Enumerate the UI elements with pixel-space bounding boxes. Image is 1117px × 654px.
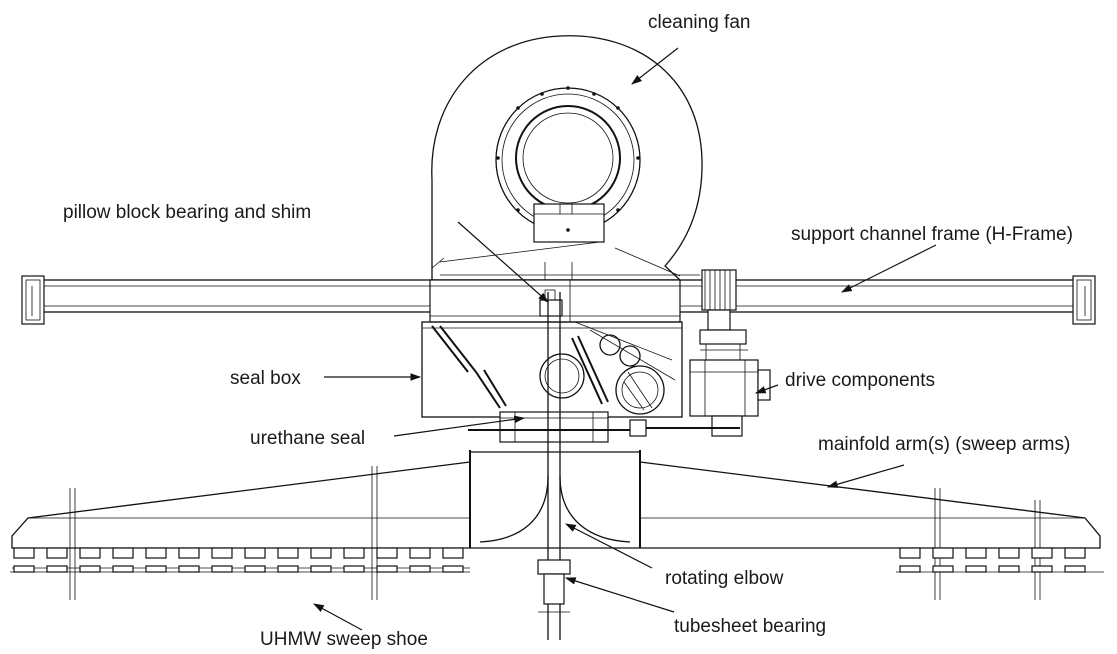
drive-components xyxy=(629,269,771,437)
sweep-shoe-pad xyxy=(112,565,134,573)
sweep-shoe-block xyxy=(376,547,398,559)
label-sweep-shoe: UHMW sweep shoe xyxy=(260,629,428,650)
sweep-shoe-block xyxy=(145,547,167,559)
sweep-shoe-pad xyxy=(178,565,200,573)
sweep-shoe-pad xyxy=(899,565,921,573)
sweep-shoe-block xyxy=(932,547,954,559)
sweep-shoe-block xyxy=(211,547,233,559)
sweep-shoe-block xyxy=(442,547,464,559)
manifold-arm-left xyxy=(11,461,471,600)
sweep-shoe-pad xyxy=(376,565,398,573)
central-shaft xyxy=(537,292,571,640)
label-rotating-elbow: rotating elbow xyxy=(665,568,784,589)
leader-lines xyxy=(313,47,937,631)
leader-sweep-shoe xyxy=(313,603,363,631)
sweep-shoe-pad xyxy=(1064,565,1086,573)
cleaning-fan xyxy=(431,35,703,281)
sweep-shoe-pad xyxy=(79,565,101,573)
leader-cleaning-fan xyxy=(631,47,679,85)
leader-urethane-seal xyxy=(393,415,526,437)
label-cleaning-fan: cleaning fan xyxy=(648,12,750,33)
sweep-shoe-block xyxy=(1064,547,1086,559)
sweep-shoe-block xyxy=(409,547,431,559)
sweep-shoe-block xyxy=(310,547,332,559)
sweep-shoe-block xyxy=(79,547,101,559)
sweep-shoe-pad xyxy=(932,565,954,573)
sweep-shoe-pad xyxy=(998,565,1020,573)
callout-labels: cleaning fan pillow block bearing and sh… xyxy=(63,12,1073,650)
leader-pillow-block xyxy=(457,221,549,303)
label-drive-components: drive components xyxy=(785,370,935,391)
sweep-shoe-block xyxy=(1031,547,1053,559)
sweep-shoe-pad xyxy=(442,565,464,573)
leader-support-channel xyxy=(841,244,937,293)
sweep-shoe-pad xyxy=(211,565,233,573)
sweep-shoe-pad xyxy=(343,565,365,573)
fan-bolt-circle xyxy=(496,86,640,232)
sweep-shoe-pad xyxy=(409,565,431,573)
sweep-shoe-block xyxy=(112,547,134,559)
sweep-shoe-block xyxy=(965,547,987,559)
label-tubesheet-bearing: tubesheet bearing xyxy=(674,616,826,637)
sweep-shoe-right xyxy=(896,547,1104,573)
sweep-shoe-pad xyxy=(46,565,68,573)
sweep-shoe-block xyxy=(998,547,1020,559)
sweep-shoe-block xyxy=(244,547,266,559)
sweep-shoe-left xyxy=(10,547,470,573)
label-manifold-arms: mainfold arm(s) (sweep arms) xyxy=(818,434,1070,455)
label-pillow-block: pillow block bearing and shim xyxy=(63,202,311,223)
rotating-elbow-housing xyxy=(469,450,641,549)
leader-rotating-elbow xyxy=(565,523,653,569)
sweep-shoe-block xyxy=(178,547,200,559)
sweep-shoe-block xyxy=(277,547,299,559)
sweep-shoe-pad xyxy=(310,565,332,573)
leader-drive-components xyxy=(754,384,779,394)
sweep-shoe-block xyxy=(13,547,35,559)
leader-manifold-arms xyxy=(826,464,905,488)
support-channel-frame xyxy=(21,275,1096,325)
leader-tubesheet-bearing xyxy=(564,577,675,613)
label-urethane-seal: urethane seal xyxy=(250,428,365,449)
sweep-shoe-pad xyxy=(965,565,987,573)
label-support-channel: support channel frame (H-Frame) xyxy=(791,224,1073,245)
sweep-shoe-pad xyxy=(277,565,299,573)
sweep-shoe-pad xyxy=(145,565,167,573)
sweep-shoe-pad xyxy=(244,565,266,573)
sweep-shoe-pad xyxy=(13,565,35,573)
label-seal-box: seal box xyxy=(230,368,301,389)
sweep-shoe-block xyxy=(46,547,68,559)
sweep-shoe-block xyxy=(899,547,921,559)
sweep-shoe-pad xyxy=(1031,565,1053,573)
sweep-shoe-block xyxy=(343,547,365,559)
